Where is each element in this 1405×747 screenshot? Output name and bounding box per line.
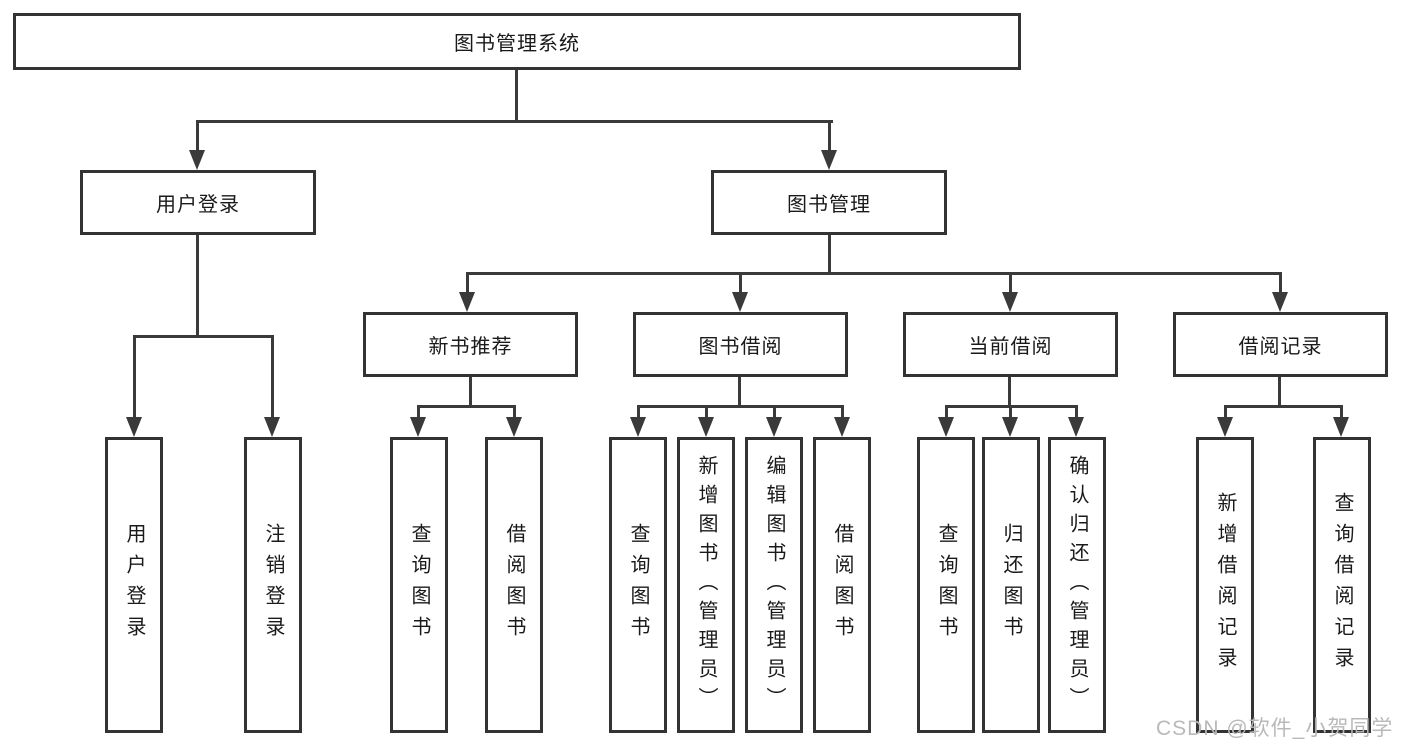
leaf-query-books-recommend: 查询图书 <box>390 437 448 733</box>
node-root-label: 图书管理系统 <box>454 33 580 55</box>
connector-line <box>469 377 472 405</box>
leaf-add-book-admin-label: 新增图书（管理员） <box>695 454 717 716</box>
connector-line <box>841 405 844 419</box>
connector-line <box>513 405 516 419</box>
arrow-down-icon <box>766 417 782 437</box>
node-book-management: 图书管理 <box>711 170 947 235</box>
connector-line <box>196 120 833 123</box>
leaf-edit-book-admin-label: 编辑图书（管理员） <box>763 454 785 716</box>
arrow-down-icon <box>189 150 205 170</box>
connector-line <box>637 405 640 419</box>
leaf-confirm-return-admin: 确认归还（管理员） <box>1048 437 1106 733</box>
arrow-down-icon <box>1002 417 1018 437</box>
connector-line <box>637 405 844 408</box>
node-current-borrowing: 当前借阅 <box>903 312 1118 377</box>
connector-line <box>196 120 199 152</box>
arrow-down-icon <box>1272 292 1288 312</box>
leaf-logout-label: 注销登录 <box>262 523 284 647</box>
node-new-book-recommend-label: 新书推荐 <box>428 336 513 358</box>
leaf-query-borrow-record: 查询借阅记录 <box>1313 437 1371 733</box>
connector-line <box>945 405 948 419</box>
connector-line <box>1340 405 1343 419</box>
connector-line <box>133 335 274 338</box>
arrow-down-icon <box>938 417 954 437</box>
node-root: 图书管理系统 <box>13 13 1021 70</box>
leaf-borrow-books-recommend: 借阅图书 <box>485 437 543 733</box>
connector-line <box>738 377 741 405</box>
leaf-query-borrow-record-label: 查询借阅记录 <box>1331 492 1353 678</box>
arrow-down-icon <box>732 292 748 312</box>
arrow-down-icon <box>1068 417 1084 437</box>
connector-line <box>417 405 516 408</box>
leaf-user-login-label: 用户登录 <box>123 523 145 647</box>
leaf-borrow-books-recommend-label: 借阅图书 <box>503 523 525 647</box>
csdn-watermark: CSDN @软件_小贺同学 <box>1156 717 1394 740</box>
arrow-down-icon <box>1002 292 1018 312</box>
connector-line <box>417 405 420 419</box>
node-new-book-recommend: 新书推荐 <box>363 312 578 377</box>
leaf-query-books-current: 查询图书 <box>917 437 975 733</box>
node-book-management-label: 图书管理 <box>787 194 871 216</box>
arrow-down-icon <box>506 417 522 437</box>
node-borrowing-records-label: 借阅记录 <box>1238 336 1323 358</box>
leaf-add-book-admin: 新增图书（管理员） <box>677 437 735 733</box>
arrow-down-icon <box>834 417 850 437</box>
connector-line <box>1278 377 1281 405</box>
node-borrowing-records: 借阅记录 <box>1173 312 1388 377</box>
connector-line <box>1279 272 1282 294</box>
node-user-login-label: 用户登录 <box>156 194 240 216</box>
connector-line <box>739 272 742 294</box>
leaf-query-books-borrowing-label: 查询图书 <box>627 523 649 647</box>
leaf-query-books-recommend-label: 查询图书 <box>408 523 430 647</box>
leaf-borrow-books-label: 借阅图书 <box>831 523 853 647</box>
connector-line <box>466 272 469 294</box>
connector-line <box>1224 405 1227 419</box>
arrow-down-icon <box>126 417 142 437</box>
node-book-borrowing: 图书借阅 <box>633 312 848 377</box>
leaf-confirm-return-admin-label: 确认归还（管理员） <box>1066 454 1088 716</box>
connector-line <box>773 405 776 419</box>
leaf-query-books-current-label: 查询图书 <box>935 523 957 647</box>
connector-line <box>1009 272 1012 294</box>
connector-line <box>705 405 708 419</box>
connector-line <box>133 335 136 419</box>
node-user-login: 用户登录 <box>80 170 316 235</box>
arrow-down-icon <box>698 417 714 437</box>
connector-line <box>828 120 831 152</box>
arrow-down-icon <box>630 417 646 437</box>
leaf-edit-book-admin: 编辑图书（管理员） <box>745 437 803 733</box>
connector-line <box>466 272 1282 275</box>
leaf-logout: 注销登录 <box>244 437 302 733</box>
leaf-user-login: 用户登录 <box>105 437 163 733</box>
connector-line <box>196 235 199 335</box>
leaf-borrow-books: 借阅图书 <box>813 437 871 733</box>
arrow-down-icon <box>410 417 426 437</box>
connector-line <box>1008 377 1011 405</box>
arrow-down-icon <box>264 417 280 437</box>
arrow-down-icon <box>1333 417 1349 437</box>
node-current-borrowing-label: 当前借阅 <box>968 336 1053 358</box>
connector-line <box>515 70 518 120</box>
arrow-down-icon <box>821 150 837 170</box>
arrow-down-icon <box>1217 417 1233 437</box>
leaf-add-borrow-record: 新增借阅记录 <box>1196 437 1254 733</box>
connector-line <box>1224 405 1343 408</box>
leaf-return-book: 归还图书 <box>982 437 1040 733</box>
connector-line <box>1075 405 1078 419</box>
connector-line <box>828 235 831 272</box>
node-book-borrowing-label: 图书借阅 <box>698 336 783 358</box>
connector-line <box>271 335 274 419</box>
leaf-query-books-borrowing: 查询图书 <box>609 437 667 733</box>
arrow-down-icon <box>459 292 475 312</box>
leaf-return-book-label: 归还图书 <box>1000 523 1022 647</box>
connector-line <box>1009 405 1012 419</box>
leaf-add-borrow-record-label: 新增借阅记录 <box>1214 492 1236 678</box>
